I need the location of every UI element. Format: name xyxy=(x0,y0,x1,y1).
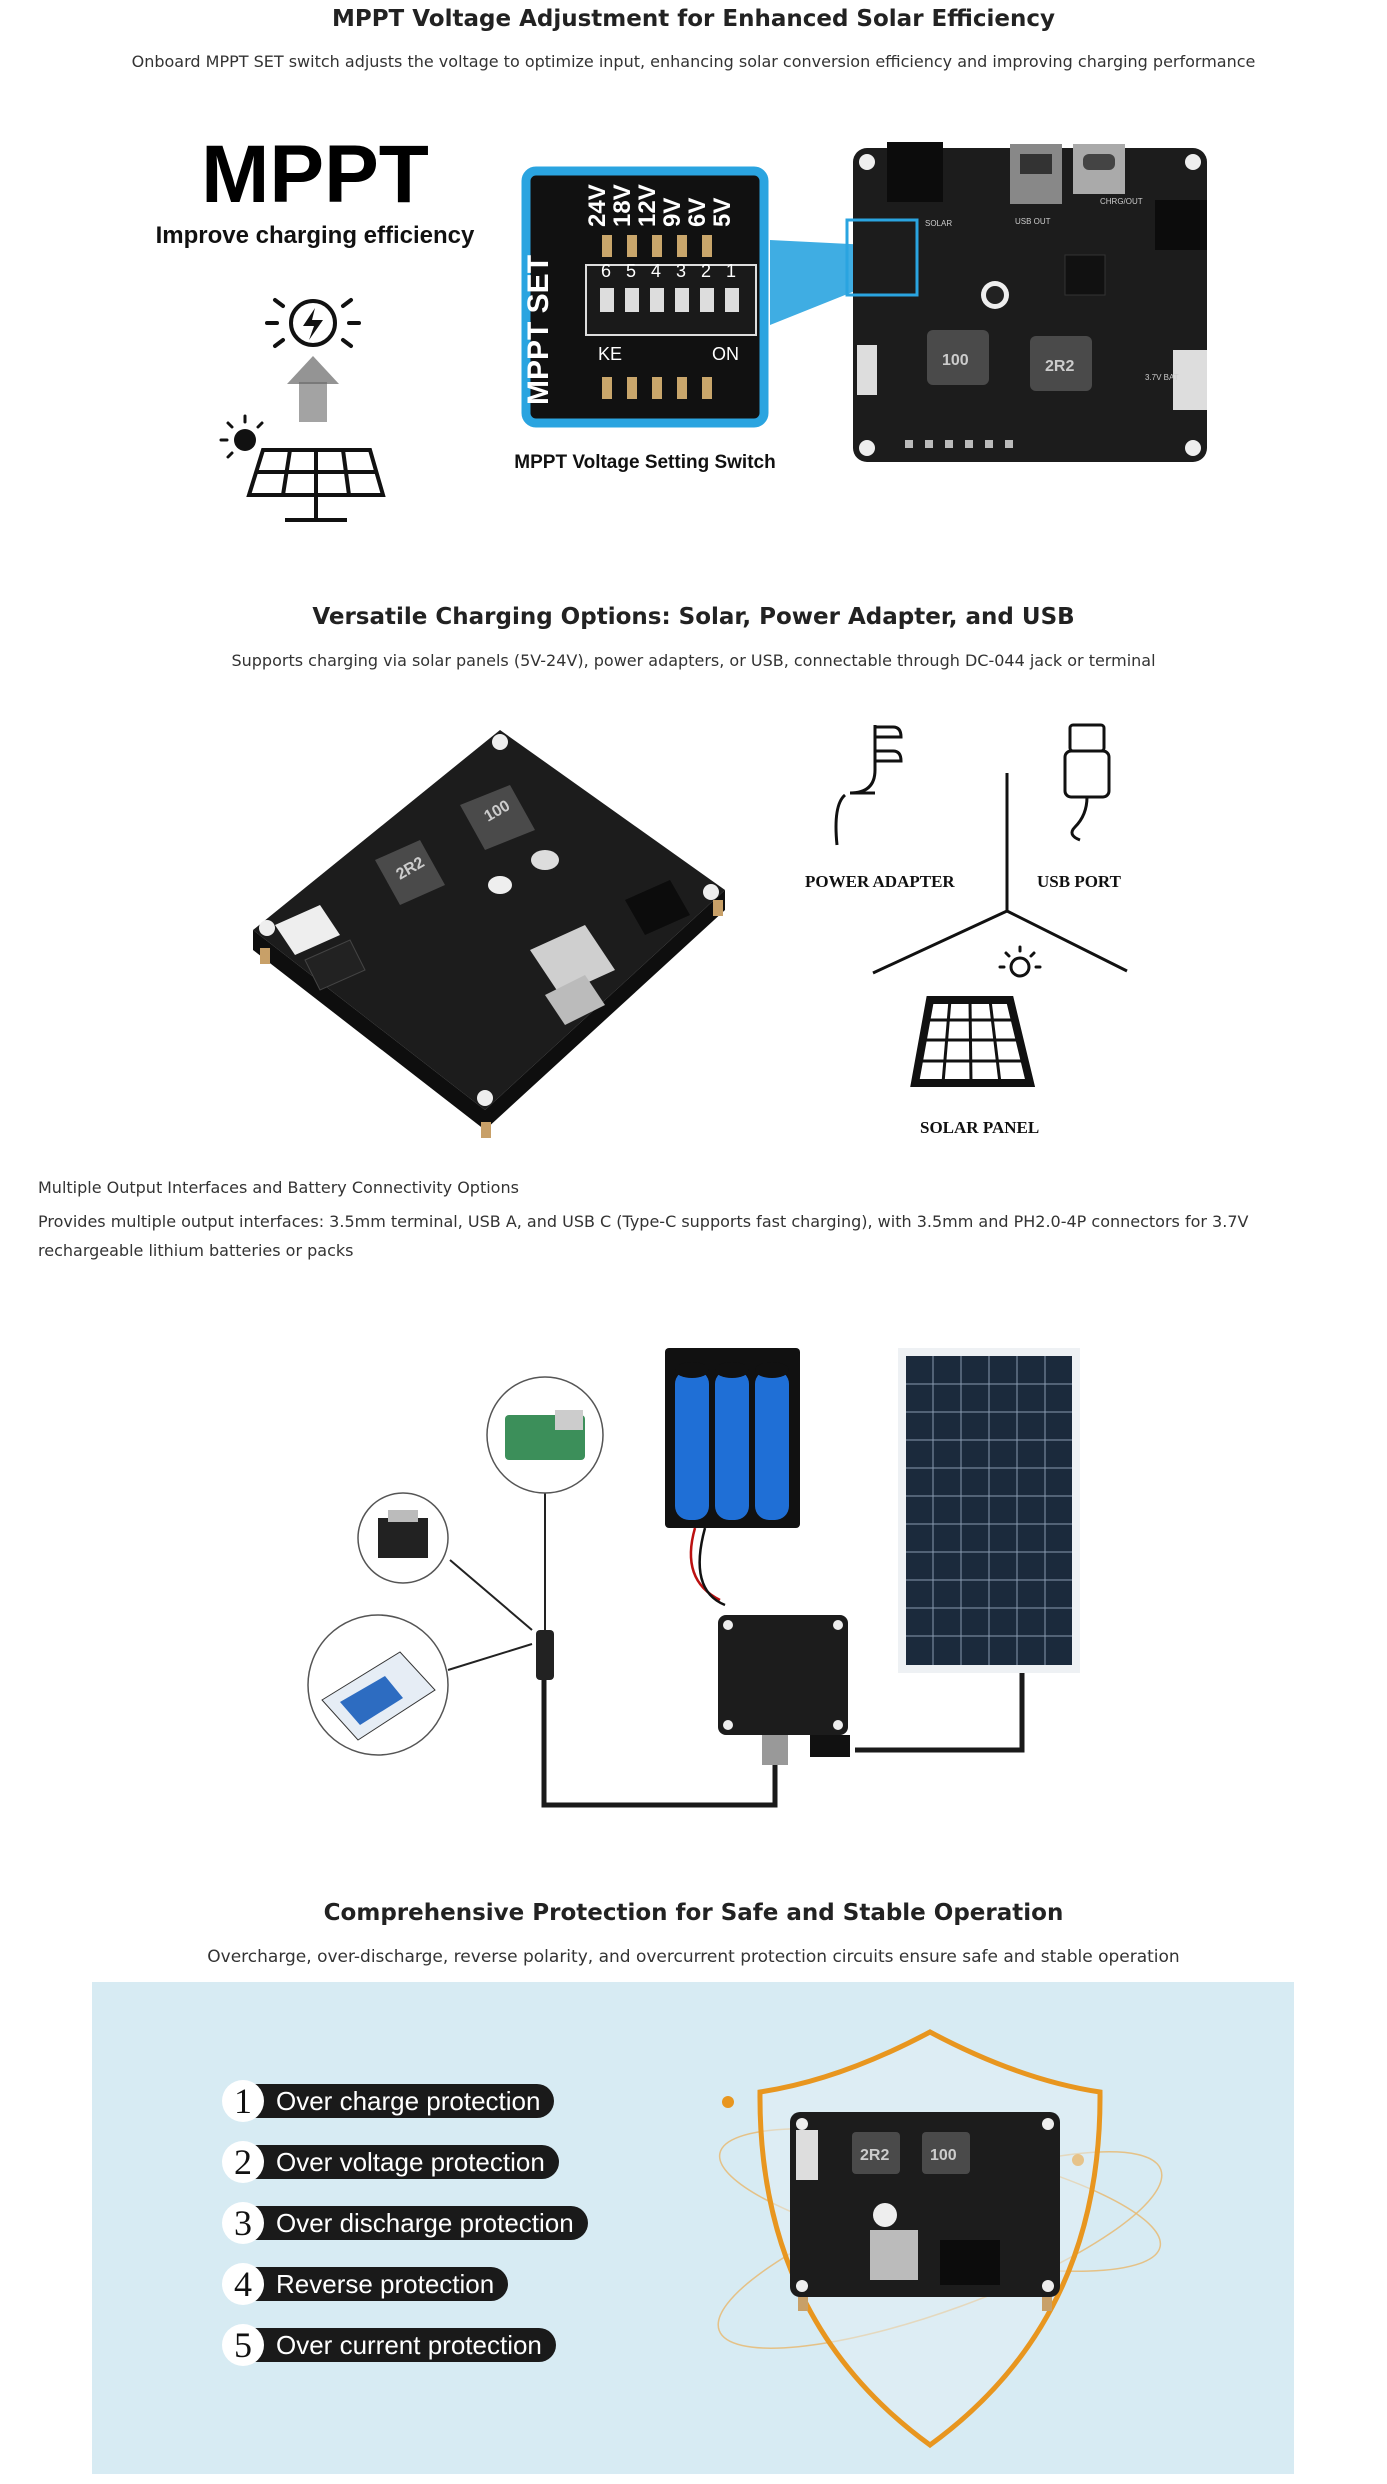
board-label-chrg-out: CHRG/OUT xyxy=(1100,197,1143,206)
protection-shield-image: 2R2 100 xyxy=(717,2029,1163,2449)
protection-item: 1 Over charge protection xyxy=(222,2080,555,2122)
protection-item: 3 Over discharge protection xyxy=(222,2202,588,2244)
board-label-solar: SOLAR xyxy=(925,219,952,228)
charging-options-diagram: POWER ADAPTER USB PORT SOLAR PANEL xyxy=(805,723,1128,1137)
mppt-section-title: MPPT Voltage Adjustment for Enhanced Sol… xyxy=(331,6,1056,32)
mppt-hero-tagline: Improve charging efficiency xyxy=(155,222,475,249)
protection-number: 4 xyxy=(222,2263,264,2305)
output-section-title: Multiple Output Interfaces and Battery C… xyxy=(38,1178,519,1197)
voltage-label: 24V xyxy=(584,184,611,227)
solar-efficiency-icon xyxy=(219,298,386,522)
switch-ke-label: KE xyxy=(598,344,622,364)
charging-section-subtitle: Supports charging via solar panels (5V-2… xyxy=(231,651,1156,670)
protection-number: 2 xyxy=(222,2141,264,2183)
protection-label: Over discharge protection xyxy=(254,2206,588,2240)
voltage-label: 9V xyxy=(659,198,686,227)
protection-label: Over current protection xyxy=(254,2328,556,2362)
mppt-switch-label: MPPT SET xyxy=(522,255,555,405)
switch-number: 3 xyxy=(676,261,686,281)
protection-item: 5 Over current protection xyxy=(222,2324,556,2366)
mppt-section-subtitle: Onboard MPPT SET switch adjusts the volt… xyxy=(131,52,1256,71)
board-label-100: 100 xyxy=(942,352,969,369)
voltage-label: 6V xyxy=(684,198,711,227)
switch-number: 5 xyxy=(626,261,636,281)
charging-section-title: Versatile Charging Options: Solar, Power… xyxy=(312,604,1075,630)
mppt-hero-word: MPPT xyxy=(201,129,429,220)
protection-label: Reverse protection xyxy=(254,2267,509,2301)
power-adapter-label: POWER ADAPTER xyxy=(805,872,955,891)
switch-number: 4 xyxy=(651,261,661,281)
protection-number: 3 xyxy=(222,2202,264,2244)
mppt-switch-caption: MPPT Voltage Setting Switch xyxy=(514,452,776,473)
protection-label: Over charge protection xyxy=(254,2084,555,2118)
voltage-label: 18V xyxy=(609,184,636,227)
switch-number: 6 xyxy=(601,261,611,281)
protection-item: 4 Reverse protection xyxy=(222,2263,509,2305)
board-label-2r2: 2R2 xyxy=(1045,358,1074,375)
protection-number: 1 xyxy=(222,2080,264,2122)
mppt-switch-zoom: MPPT SET 24V 18V 12V 9V 6V 5V 6 5 4 3 2 … xyxy=(521,166,870,428)
board-label-2r2: 2R2 xyxy=(860,2147,889,2164)
switch-on-label: ON xyxy=(712,344,739,364)
protection-label: Over voltage protection xyxy=(254,2145,559,2179)
protection-item: 2 Over voltage protection xyxy=(222,2141,559,2183)
mppt-board-image: 100 2R2 USB OUT CHRG/OUT SOLAR 3.7V BAT xyxy=(845,142,1207,462)
voltage-label: 5V xyxy=(709,198,736,227)
protection-section-subtitle: Overcharge, over-discharge, reverse pola… xyxy=(207,1947,1180,1967)
switch-number: 2 xyxy=(701,261,711,281)
board-label-usb-out: USB OUT xyxy=(1015,217,1051,226)
protection-number: 5 xyxy=(222,2324,264,2366)
board-label-battery: 3.7V BAT xyxy=(1145,373,1179,382)
switch-number: 1 xyxy=(726,261,736,281)
usb-c-plug xyxy=(536,1630,554,1680)
output-connection-diagram xyxy=(307,1348,1080,1808)
solar-panel-label: SOLAR PANEL xyxy=(920,1118,1039,1137)
board-label-100: 100 xyxy=(930,2147,957,2164)
voltage-label: 12V xyxy=(634,184,661,227)
usb-port-label: USB PORT xyxy=(1037,872,1122,891)
protection-section-title: Comprehensive Protection for Safe and St… xyxy=(323,1900,1064,1926)
output-board xyxy=(718,1615,848,1735)
output-section-text: Provides multiple output interfaces: 3.5… xyxy=(38,1212,1249,1260)
charging-board-image: 2R2 100 xyxy=(253,730,725,1138)
